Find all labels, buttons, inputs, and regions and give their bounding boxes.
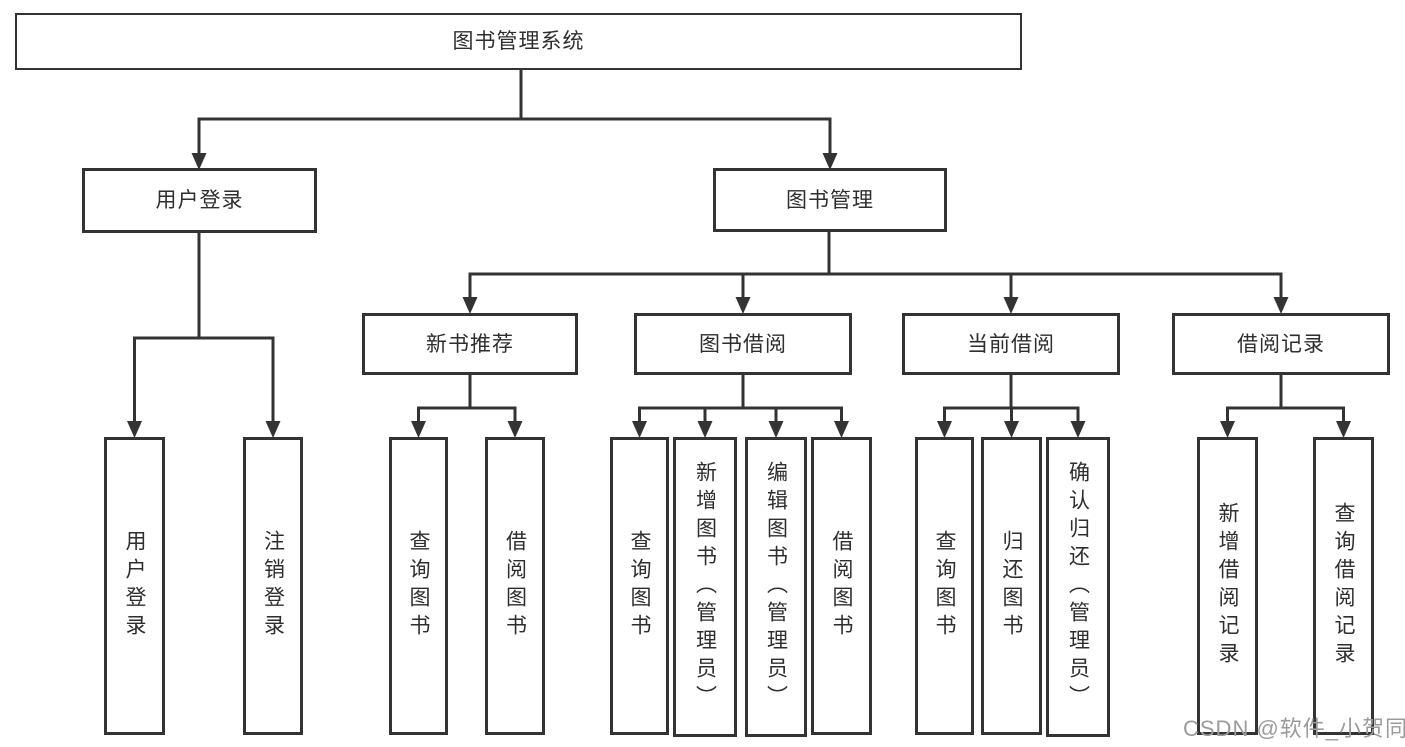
node-current-confirm-admin: 确认归还（管理员） [1046, 437, 1110, 737]
node-records-query: 查询借阅记录 [1313, 437, 1374, 735]
node-borrow-query: 查询图书 [610, 437, 669, 735]
node-current-query: 查询图书 [915, 437, 974, 735]
node-user-login-action: 用户登录 [104, 437, 165, 735]
node-user-login: 用户登录 [82, 168, 317, 233]
node-borrow-book: 借阅图书 [811, 437, 872, 735]
node-records-add: 新增借阅记录 [1197, 437, 1258, 735]
node-newbook-query: 查询图书 [389, 437, 448, 735]
watermark: CSDN @软件_小贺同学 [1183, 716, 1405, 741]
node-system-root: 图书管理系统 [15, 13, 1022, 70]
node-new-book-recommend: 新书推荐 [362, 313, 578, 375]
node-logout-action: 注销登录 [243, 437, 303, 735]
node-current-borrow: 当前借阅 [902, 313, 1120, 375]
node-borrow-edit-admin: 编辑图书（管理员） [745, 437, 807, 737]
node-newbook-borrow: 借阅图书 [485, 437, 545, 735]
node-current-return: 归还图书 [981, 437, 1042, 735]
node-book-management: 图书管理 [713, 168, 947, 232]
connector-lines [133, 70, 1345, 422]
node-book-borrow: 图书借阅 [634, 313, 852, 375]
node-borrow-records: 借阅记录 [1172, 313, 1390, 375]
node-borrow-add-admin: 新增图书（管理员） [673, 437, 737, 737]
